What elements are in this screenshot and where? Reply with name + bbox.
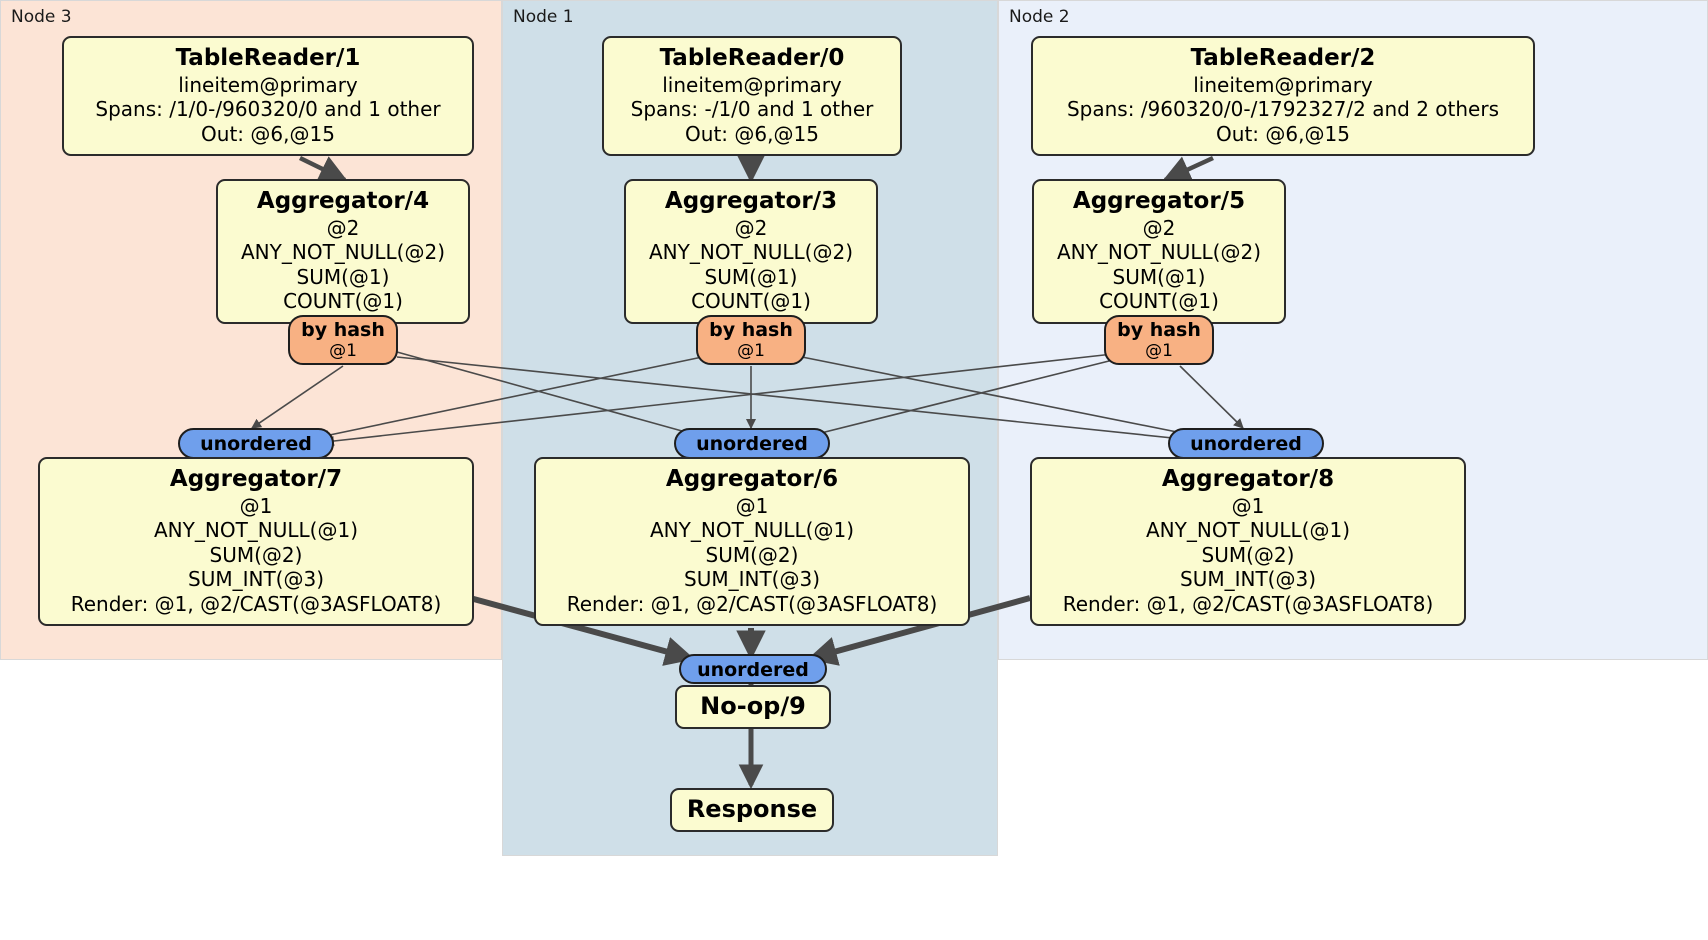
processor-aggregator-6[interactable]: Aggregator/6 @1 ANY_NOT_NULL(@1) SUM(@2)…	[534, 457, 970, 626]
processor-line: SUM(@2)	[209, 542, 303, 567]
processor-line: SUM_INT(@3)	[1180, 567, 1316, 592]
processor-line: Render: @1, @2/CAST(@3ASFLOAT8)	[1062, 591, 1434, 616]
badge-kind: unordered	[697, 659, 809, 681]
processor-line: ANY_NOT_NULL(@2)	[1057, 240, 1261, 265]
badge-kind: by hash	[1117, 319, 1201, 341]
processor-line: Spans: /960320/0-/1792327/2 and 2 others	[1066, 97, 1499, 122]
processor-line: SUM_INT(@3)	[188, 567, 324, 592]
processor-line: Out: @6,@15	[1216, 121, 1350, 146]
output-badge-by-hash-right[interactable]: by hash @1	[1104, 315, 1214, 365]
processor-line: SUM(@1)	[704, 264, 798, 289]
processor-line: Out: @6,@15	[201, 121, 335, 146]
processor-line: @2	[734, 216, 768, 241]
processor-line: lineitem@primary	[662, 73, 842, 98]
processor-aggregator-5[interactable]: Aggregator/5 @2 ANY_NOT_NULL(@2) SUM(@1)…	[1032, 179, 1286, 324]
processor-line: ANY_NOT_NULL(@1)	[154, 518, 358, 543]
badge-kind: by hash	[709, 319, 793, 341]
processor-line: ANY_NOT_NULL(@2)	[241, 240, 445, 265]
processor-aggregator-3[interactable]: Aggregator/3 @2 ANY_NOT_NULL(@2) SUM(@1)…	[624, 179, 878, 324]
processor-title: Aggregator/7	[169, 466, 343, 492]
processor-line: ANY_NOT_NULL(@1)	[1146, 518, 1350, 543]
node-label-node3: Node 3	[11, 7, 72, 27]
node-label-node1: Node 1	[513, 7, 574, 27]
processor-line: COUNT(@1)	[283, 289, 403, 314]
badge-kind: unordered	[1190, 433, 1302, 455]
processor-line: Spans: /1/0-/960320/0 and 1 other	[95, 97, 441, 122]
processor-title: Aggregator/3	[664, 188, 838, 214]
processor-title: No-op/9	[700, 692, 806, 720]
processor-line: COUNT(@1)	[691, 289, 811, 314]
output-badge-by-hash-center[interactable]: by hash @1	[696, 315, 806, 365]
processor-title: Aggregator/6	[665, 466, 839, 492]
processor-line: ANY_NOT_NULL(@2)	[649, 240, 853, 265]
processor-line: lineitem@primary	[178, 73, 358, 98]
processor-aggregator-8[interactable]: Aggregator/8 @1 ANY_NOT_NULL(@1) SUM(@2)…	[1030, 457, 1466, 626]
input-badge-unordered-left[interactable]: unordered	[178, 428, 334, 459]
processor-table-reader-0[interactable]: TableReader/0 lineitem@primary Spans: -/…	[602, 36, 902, 157]
processor-line: SUM(@2)	[1201, 542, 1295, 567]
processor-line: Render: @1, @2/CAST(@3ASFLOAT8)	[70, 591, 442, 616]
processor-title: Aggregator/8	[1161, 466, 1335, 492]
processor-no-op-9[interactable]: No-op/9	[675, 685, 831, 730]
badge-column: @1	[737, 340, 765, 361]
input-badge-unordered-final[interactable]: unordered	[679, 654, 827, 684]
input-badge-unordered-center[interactable]: unordered	[674, 428, 830, 459]
processor-aggregator-7[interactable]: Aggregator/7 @1 ANY_NOT_NULL(@1) SUM(@2)…	[38, 457, 474, 626]
processor-line: SUM_INT(@3)	[684, 567, 820, 592]
processor-line: @2	[1142, 216, 1176, 241]
output-badge-by-hash-left[interactable]: by hash @1	[288, 315, 398, 365]
badge-kind: unordered	[696, 433, 808, 455]
badge-kind: unordered	[200, 433, 312, 455]
processor-line: Out: @6,@15	[685, 121, 819, 146]
processor-line: Spans: -/1/0 and 1 other	[630, 97, 874, 122]
processor-line: @2	[326, 216, 360, 241]
badge-column: @1	[329, 340, 357, 361]
badge-kind: by hash	[301, 319, 385, 341]
processor-line: lineitem@primary	[1193, 73, 1373, 98]
processor-title: Aggregator/4	[256, 188, 430, 214]
input-badge-unordered-right[interactable]: unordered	[1168, 428, 1324, 459]
processor-line: @1	[239, 494, 273, 519]
processor-line: SUM(@2)	[705, 542, 799, 567]
processor-line: SUM(@1)	[296, 264, 390, 289]
processor-line: SUM(@1)	[1112, 264, 1206, 289]
processor-line: @1	[735, 494, 769, 519]
processor-title: TableReader/1	[175, 45, 361, 71]
node-label-node2: Node 2	[1009, 7, 1070, 27]
processor-line: COUNT(@1)	[1099, 289, 1219, 314]
processor-line: @1	[1231, 494, 1265, 519]
processor-title: Aggregator/5	[1072, 188, 1246, 214]
processor-response[interactable]: Response	[670, 788, 834, 833]
processor-table-reader-1[interactable]: TableReader/1 lineitem@primary Spans: /1…	[62, 36, 474, 157]
processor-line: Render: @1, @2/CAST(@3ASFLOAT8)	[566, 591, 938, 616]
badge-column: @1	[1145, 340, 1173, 361]
processor-line: ANY_NOT_NULL(@1)	[650, 518, 854, 543]
processor-table-reader-2[interactable]: TableReader/2 lineitem@primary Spans: /9…	[1031, 36, 1535, 157]
processor-title: TableReader/2	[1190, 45, 1376, 71]
processor-title: TableReader/0	[659, 45, 845, 71]
processor-aggregator-4[interactable]: Aggregator/4 @2 ANY_NOT_NULL(@2) SUM(@1)…	[216, 179, 470, 324]
processor-title: Response	[686, 795, 818, 823]
